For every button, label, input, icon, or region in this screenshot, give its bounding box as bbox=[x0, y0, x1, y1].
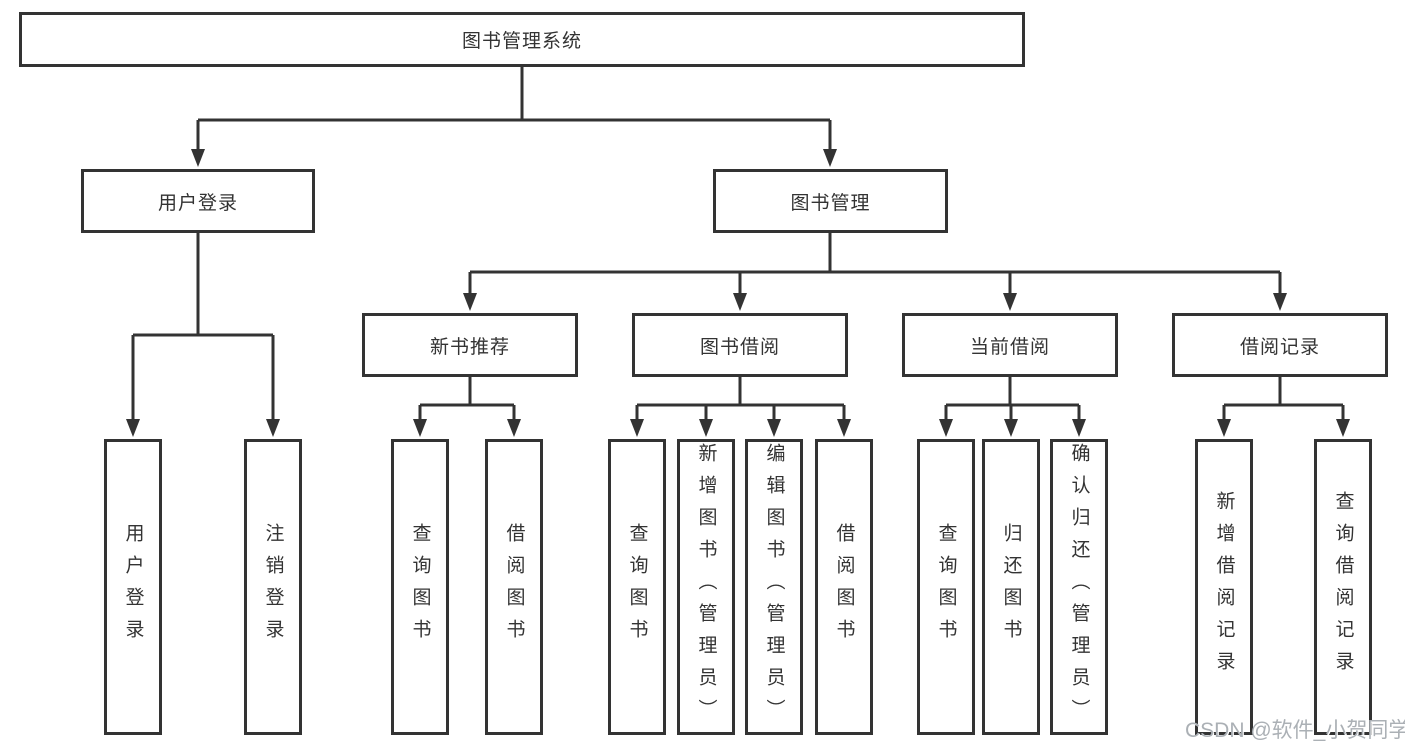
node-book-borrowing: 图书借阅 bbox=[632, 313, 848, 377]
leaf-add-borrow-record: 新增借阅记录 bbox=[1195, 439, 1253, 735]
leaf-confirm-return-admin-label: 确认归还（管理员） bbox=[1068, 443, 1090, 731]
leaf-query-books-current: 查询图书 bbox=[917, 439, 975, 735]
leaf-add-book-admin-label: 新增图书（管理员） bbox=[695, 443, 717, 731]
node-book-borrowing-label: 图书借阅 bbox=[699, 336, 780, 358]
arrowhead-icons bbox=[126, 149, 1350, 437]
leaf-query-books-borrowing: 查询图书 bbox=[608, 439, 666, 735]
leaf-query-books-borrowing-label: 查询图书 bbox=[626, 523, 648, 651]
leaf-edit-book-admin-label: 编辑图书（管理员） bbox=[763, 443, 785, 731]
leaf-confirm-return-admin: 确认归还（管理员） bbox=[1050, 439, 1108, 735]
leaf-user-login: 用户登录 bbox=[104, 439, 162, 735]
leaf-query-borrow-record-label: 查询借阅记录 bbox=[1332, 491, 1354, 683]
leaf-borrow-books-borrowing: 借阅图书 bbox=[815, 439, 873, 735]
leaf-add-borrow-record-label: 新增借阅记录 bbox=[1213, 491, 1235, 683]
leaf-return-book: 归还图书 bbox=[982, 439, 1040, 735]
leaf-return-book-label: 归还图书 bbox=[1000, 523, 1022, 651]
connector-lines bbox=[131, 67, 1345, 425]
leaf-add-book-admin: 新增图书（管理员） bbox=[677, 439, 735, 735]
node-user-login-label: 用户登录 bbox=[157, 192, 238, 214]
node-new-book-recommend-label: 新书推荐 bbox=[429, 336, 510, 358]
node-book-management-label: 图书管理 bbox=[790, 192, 871, 214]
leaf-logout-label: 注销登录 bbox=[262, 523, 284, 651]
node-user-login: 用户登录 bbox=[81, 169, 315, 233]
leaf-query-borrow-record: 查询借阅记录 bbox=[1314, 439, 1372, 735]
node-current-borrowing-label: 当前借阅 bbox=[969, 336, 1050, 358]
leaf-query-books-recommend: 查询图书 bbox=[391, 439, 449, 735]
leaf-borrow-books-recommend: 借阅图书 bbox=[485, 439, 543, 735]
node-root-label: 图书管理系统 bbox=[461, 31, 582, 52]
node-root-system: 图书管理系统 bbox=[19, 12, 1025, 67]
leaf-borrow-books-recommend-label: 借阅图书 bbox=[503, 523, 525, 651]
node-borrow-records: 借阅记录 bbox=[1172, 313, 1388, 377]
node-new-book-recommend: 新书推荐 bbox=[362, 313, 578, 377]
node-current-borrowing: 当前借阅 bbox=[902, 313, 1118, 377]
node-borrow-records-label: 借阅记录 bbox=[1239, 336, 1320, 358]
csdn-watermark: CSDN @软件_小贺同学 bbox=[1185, 719, 1405, 742]
leaf-logout: 注销登录 bbox=[244, 439, 302, 735]
leaf-query-books-recommend-label: 查询图书 bbox=[409, 523, 431, 651]
leaf-user-login-label: 用户登录 bbox=[122, 523, 144, 651]
leaf-query-books-current-label: 查询图书 bbox=[935, 523, 957, 651]
leaf-edit-book-admin: 编辑图书（管理员） bbox=[745, 439, 803, 735]
node-book-management: 图书管理 bbox=[713, 169, 948, 233]
leaf-borrow-books-borrowing-label: 借阅图书 bbox=[833, 523, 855, 651]
